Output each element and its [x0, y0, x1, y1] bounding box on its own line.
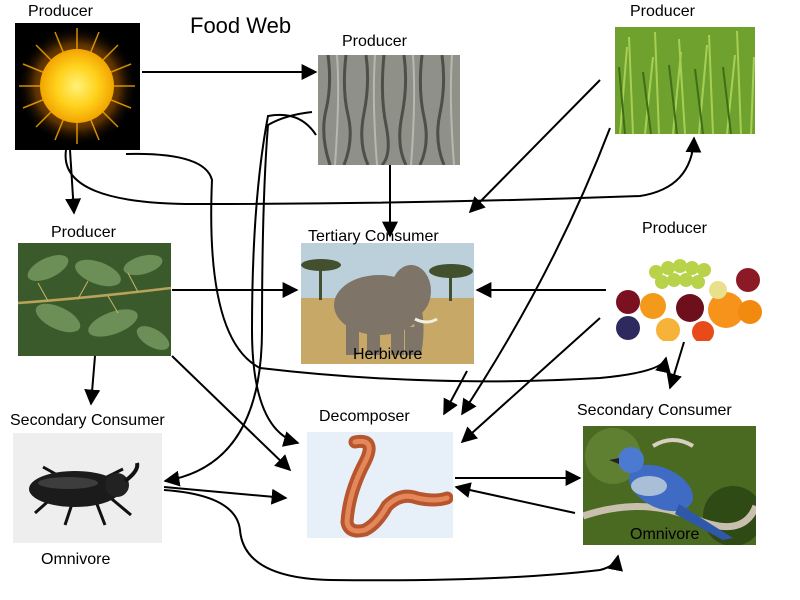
grass-label: Producer [630, 3, 695, 20]
tree-bark-icon [318, 55, 460, 165]
beetle-sublabel: Omnivore [41, 551, 111, 568]
sun-icon [15, 23, 140, 150]
grass-icon [615, 27, 755, 134]
worm-label: Decomposer [319, 408, 410, 425]
elephant-label: Tertiary Consumer [308, 228, 439, 245]
arrow-leaves-to-worm [171, 355, 292, 472]
bird-sublabel: Omnivore [630, 526, 700, 543]
elephant-sublabel: Herbivore [353, 346, 423, 363]
bark-label: Producer [342, 33, 407, 50]
sun-label: Producer [28, 3, 93, 20]
grass-image [615, 27, 755, 134]
fruit-label: Producer [642, 220, 707, 237]
arrow-grass-to-elephant [468, 79, 601, 214]
beetle-image [13, 433, 162, 543]
fruit-icon [608, 250, 762, 341]
arrow-sun-to-leaves [65, 149, 82, 215]
leaves-label: Producer [51, 224, 116, 241]
arrow-fruit-to-bird [666, 341, 685, 390]
sun-image [15, 23, 140, 150]
beetle-icon [13, 433, 162, 543]
arrow-grass-to-worm [461, 127, 611, 416]
beetle-label: Secondary Consumer [10, 412, 165, 429]
diagram-title: Food Web [190, 13, 292, 38]
arrow-leaves-to-beetle [84, 355, 101, 406]
arrow-elephant-to-worm [443, 370, 468, 416]
arrow-fruit-to-worm [460, 317, 601, 444]
leaves-icon [18, 243, 171, 356]
worm-image [307, 432, 453, 538]
elephant-image: Herbivore [301, 243, 474, 364]
bird-label: Secondary Consumer [577, 402, 732, 419]
earthworm-icon [307, 432, 453, 538]
bird-image: Omnivore [583, 426, 756, 545]
arrow-bark-to-beetle [163, 111, 313, 487]
leaves-image [18, 243, 171, 356]
arrow-beetle-to-worm [163, 486, 288, 505]
bark-image [318, 55, 460, 165]
arrow-bird-to-worm [454, 482, 576, 514]
fruit-image [608, 250, 762, 341]
